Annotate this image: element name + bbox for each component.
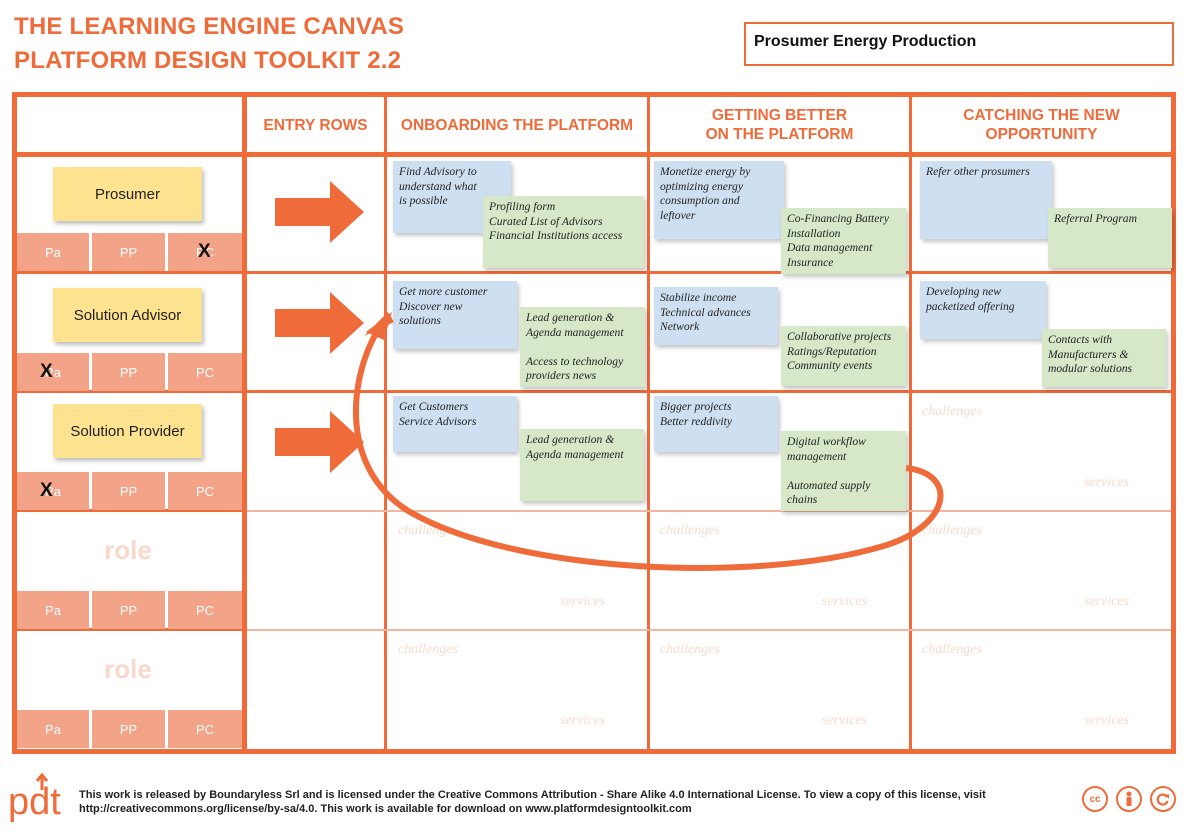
ghost-services: services	[822, 713, 868, 728]
license-text: This work is released by Boundaryless Sr…	[79, 789, 986, 815]
sticky-note-challenge[interactable]: Developing new packetized offering	[920, 281, 1046, 339]
x-mark: X	[40, 361, 53, 382]
sticky-note-service[interactable]: Referral Program	[1048, 208, 1172, 268]
grid-line	[909, 92, 912, 754]
ghost-services: services	[1084, 713, 1130, 728]
ghost-challenges: challenges	[922, 523, 982, 538]
x-mark: X	[198, 241, 211, 262]
participant-pc[interactable]: PC	[168, 233, 242, 271]
title-line-2: PLATFORM DESIGN TOOLKIT 2.2	[14, 47, 402, 74]
grid-line	[247, 510, 1171, 512]
ghost-services: services	[560, 713, 606, 728]
grid-line	[12, 152, 1176, 157]
sticky-note-service[interactable]: Contacts with Manufacturers & modular so…	[1042, 329, 1166, 387]
cc-icon: cc	[1082, 786, 1108, 812]
grid-line	[242, 92, 247, 754]
role-card-solution-advisor[interactable]: Solution Advisor	[53, 288, 202, 342]
ghost-challenges: challenges	[398, 523, 458, 538]
by-icon	[1116, 786, 1142, 812]
sticky-note-challenge[interactable]: Get more customer Discover new solutions	[393, 281, 517, 349]
grid-line	[647, 92, 650, 754]
canvas-frame	[12, 92, 1176, 754]
col-header-getting-better: GETTING BETTER ON THE PLATFORM	[705, 107, 854, 143]
ghost-challenges: challenges	[922, 404, 982, 419]
grid-line	[12, 271, 1176, 274]
ghost-services: services	[822, 594, 868, 609]
role-card-prosumer[interactable]: Prosumer	[53, 167, 202, 221]
grid-line	[247, 629, 1171, 631]
sticky-note-challenge[interactable]: Get Customers Service Advisors	[393, 396, 517, 452]
role-card-solution-provider[interactable]: Solution Provider	[53, 404, 202, 458]
sticky-note-service[interactable]: Co-Financing Battery Installation Data m…	[781, 208, 906, 274]
col-header-catching-new: CATCHING THE NEW OPPORTUNITY	[963, 107, 1120, 143]
sticky-note-challenge[interactable]: Refer other prosumers	[920, 161, 1052, 239]
ghost-services: services	[560, 594, 606, 609]
canvas-title: THE LEARNING ENGINE CANVAS PLATFORM DESI…	[14, 10, 404, 78]
sticky-note-challenge[interactable]: Bigger projects Better reddivity	[654, 396, 778, 452]
participant-pp[interactable]: PP	[92, 233, 165, 271]
grid-line	[384, 92, 387, 754]
role-placeholder[interactable]: role	[104, 654, 152, 684]
ghost-challenges: challenges	[398, 642, 458, 657]
project-name: Prosumer Energy Production	[754, 33, 977, 50]
participant-pa[interactable]: Pa	[17, 472, 89, 510]
sticky-note-challenge[interactable]: Monetize energy by optimizing energy con…	[654, 161, 784, 239]
participant-pp[interactable]: PP	[92, 710, 165, 748]
sticky-note-challenge[interactable]: Stabilize income Technical advances Netw…	[654, 287, 778, 345]
ghost-services: services	[1084, 475, 1130, 490]
participant-pp[interactable]: PP	[92, 591, 165, 629]
sticky-note-service[interactable]: Profiling form Curated List of Advisors …	[483, 196, 644, 268]
sa-icon	[1150, 786, 1176, 812]
x-mark: X	[40, 480, 53, 501]
title-line-1: THE LEARNING ENGINE CANVAS	[14, 13, 405, 40]
participant-pc[interactable]: PC	[168, 353, 242, 391]
sticky-note-service[interactable]: Digital workflow management Automated su…	[781, 431, 906, 511]
role-placeholder[interactable]: role	[104, 535, 152, 565]
participant-pc[interactable]: PC	[168, 710, 242, 748]
sticky-note-service[interactable]: Collaborative projects Ratings/Reputatio…	[781, 326, 906, 386]
grid-line	[12, 628, 244, 631]
sticky-note-service[interactable]: Lead generation & Agenda management	[520, 429, 644, 501]
project-name-field[interactable]: Prosumer Energy Production	[744, 22, 1174, 66]
ghost-challenges: challenges	[922, 642, 982, 657]
col-header-onboarding: ONBOARDING THE PLATFORM	[400, 116, 634, 134]
ghost-services: services	[1084, 594, 1130, 609]
participant-pp[interactable]: PP	[92, 472, 165, 510]
pdt-logo-icon: pdt	[6, 772, 72, 831]
svg-text:pdt: pdt	[8, 781, 61, 823]
participant-pc[interactable]: PC	[168, 472, 242, 510]
participant-pa[interactable]: Pa	[17, 591, 89, 629]
sticky-note-service[interactable]: Lead generation & Agenda management Acce…	[520, 307, 645, 387]
grid-line	[12, 509, 244, 512]
participant-pa[interactable]: Pa	[17, 233, 89, 271]
participant-pa[interactable]: Pa	[17, 353, 89, 391]
ghost-challenges: challenges	[660, 523, 720, 538]
ghost-challenges: challenges	[660, 642, 720, 657]
participant-pa[interactable]: Pa	[17, 710, 89, 748]
col-header-entry-rows: ENTRY ROWS	[263, 116, 368, 134]
participant-pc[interactable]: PC	[168, 591, 242, 629]
participant-pp[interactable]: PP	[92, 353, 165, 391]
